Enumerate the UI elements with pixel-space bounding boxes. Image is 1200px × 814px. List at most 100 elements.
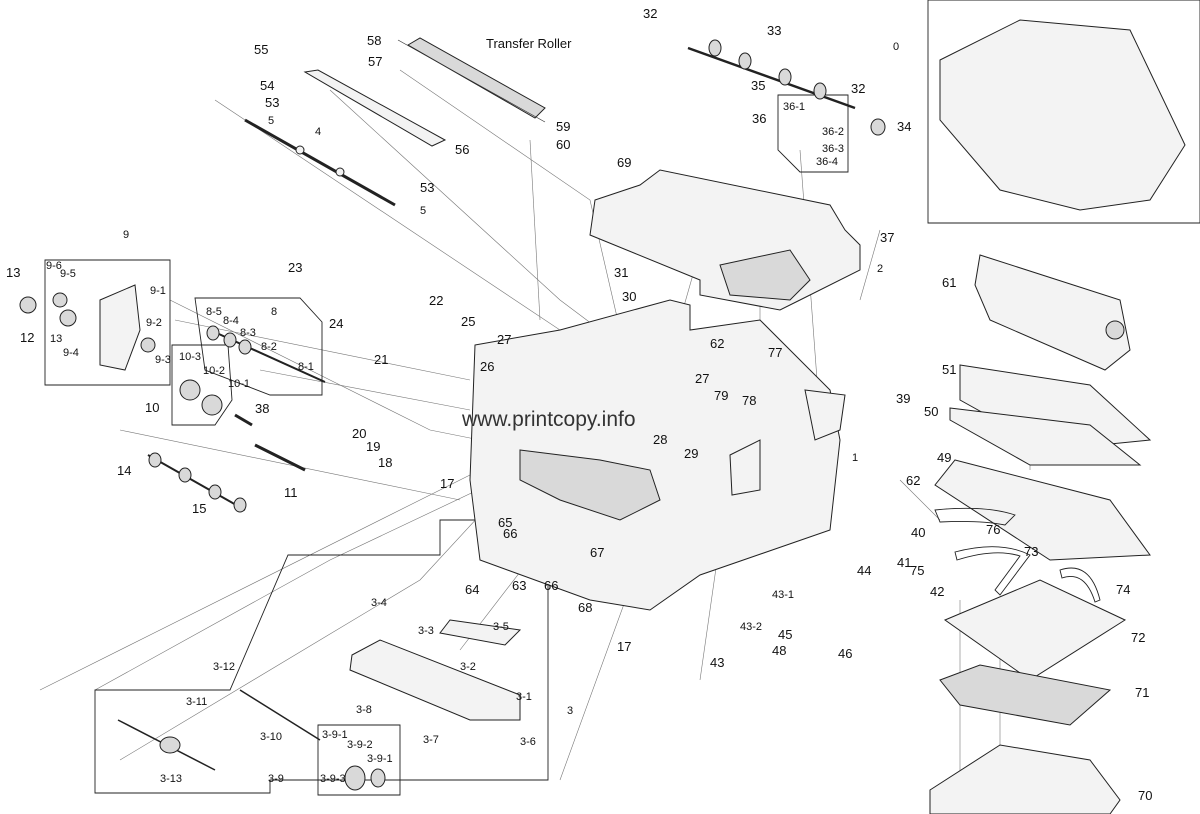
gear-34 — [870, 118, 886, 136]
label-60: 60 — [556, 137, 570, 152]
label-3-5: 3-5 — [493, 621, 509, 633]
label-27b: 27 — [695, 371, 709, 386]
label-4: 4 — [315, 126, 321, 138]
frame-2 — [589, 169, 861, 311]
label-23: 23 — [288, 260, 302, 275]
label-11: 11 — [284, 485, 298, 500]
label-17b: 17 — [617, 639, 631, 654]
label-39: 39 — [896, 391, 910, 406]
label-75: 75 — [910, 563, 924, 578]
label-25: 25 — [461, 314, 475, 329]
label-14: 14 — [117, 463, 131, 478]
label-10-3: 10-3 — [179, 351, 201, 363]
shaft-38 — [234, 413, 253, 427]
label-3-13: 3-13 — [160, 773, 182, 785]
label-0: 0 — [893, 41, 899, 53]
label-26: 26 — [480, 359, 494, 374]
label-3-9-3: 3-9-3 — [320, 773, 346, 785]
printer-0 — [939, 19, 1186, 211]
group-9-outline — [44, 259, 171, 386]
label-66a: 66 — [503, 526, 517, 541]
label-3-9-1a: 3-9-1 — [322, 729, 348, 741]
bar-56 — [303, 69, 447, 147]
cable-73 — [954, 546, 1031, 596]
label-77: 77 — [768, 345, 782, 360]
label-2: 2 — [877, 263, 883, 275]
label-48: 48 — [772, 643, 786, 658]
label-8-1: 8-1 — [298, 361, 314, 373]
shaft-3-10 — [239, 689, 321, 741]
shaft-11 — [254, 443, 306, 472]
label-59: 59 — [556, 119, 570, 134]
label-9-2: 9-2 — [146, 317, 162, 329]
label-62a: 62 — [710, 336, 724, 351]
frame-1 — [469, 299, 846, 611]
label-3-3: 3-3 — [418, 625, 434, 637]
transfer-roller — [397, 37, 546, 123]
label-9-6: 9-6 — [46, 260, 62, 272]
label-10-1: 10-1 — [228, 378, 250, 390]
label-1: 1 — [852, 452, 858, 464]
gears-10 — [179, 379, 223, 416]
label-36-3: 36-3 — [822, 143, 844, 155]
label-43-2: 43-2 — [740, 621, 762, 633]
label-29: 29 — [684, 446, 698, 461]
label-9-4: 9-4 — [63, 347, 79, 359]
label-9-5: 9-5 — [60, 268, 76, 280]
label-8: 8 — [271, 306, 277, 318]
group-10-outline — [171, 344, 233, 426]
label-3-9-1b: 3-9-1 — [367, 753, 393, 765]
label-38: 38 — [255, 401, 269, 416]
roller-3-13 — [159, 736, 181, 754]
label-68: 68 — [578, 600, 592, 615]
label-20: 20 — [352, 426, 366, 441]
label-3-4: 3-4 — [371, 597, 387, 609]
label-3-11: 3-11 — [186, 696, 207, 708]
frame-3-4 — [349, 639, 521, 721]
label-19: 19 — [366, 439, 380, 454]
sheet-71 — [939, 664, 1112, 726]
cable-74 — [1059, 567, 1101, 603]
label-3: 3 — [567, 705, 573, 717]
roller-15 — [147, 452, 247, 513]
label-3-9-2: 3-9-2 — [347, 739, 373, 751]
callout-labels: 0 1 2 3 3-1 3-2 3-3 3-4 3-5 3-6 3-7 3-8 … — [6, 6, 1152, 803]
label-3-6: 3-6 — [520, 736, 536, 748]
label-9-3: 9-3 — [155, 354, 171, 366]
shaft-4 — [244, 118, 396, 207]
label-69: 69 — [617, 155, 631, 170]
base-70 — [929, 744, 1121, 814]
guide-3-5 — [439, 619, 522, 646]
assembled-printer-outline — [927, 0, 1200, 224]
label-transfer-roller: Transfer Roller — [486, 36, 572, 51]
label-40: 40 — [911, 525, 925, 540]
label-70: 70 — [1138, 788, 1152, 803]
label-18: 18 — [378, 455, 392, 470]
label-9: 9 — [123, 229, 129, 241]
shaft-33 — [687, 39, 856, 110]
label-76: 76 — [986, 522, 1000, 537]
label-36-2: 36-2 — [822, 126, 844, 138]
label-42: 42 — [930, 584, 944, 599]
label-73: 73 — [1024, 544, 1038, 559]
label-32b: 32 — [851, 81, 865, 96]
tray-49 — [934, 459, 1151, 561]
label-5a: 5 — [268, 115, 274, 127]
label-3-7: 3-7 — [423, 734, 439, 746]
label-24: 24 — [329, 316, 343, 331]
label-53a: 53 — [265, 95, 279, 110]
label-58: 58 — [367, 33, 381, 48]
label-9-1: 9-1 — [150, 285, 166, 297]
tray-50 — [949, 407, 1142, 466]
group-3-9-outline — [317, 724, 401, 796]
group-8-outline — [194, 297, 323, 396]
fuser-61 — [974, 254, 1131, 371]
label-10: 10 — [145, 400, 159, 415]
label-10-2: 10-2 — [203, 365, 225, 377]
label-3-12: 3-12 — [213, 661, 235, 673]
label-3-8: 3-8 — [356, 704, 372, 716]
label-3-10: 3-10 — [260, 731, 282, 743]
label-49: 49 — [937, 450, 951, 465]
